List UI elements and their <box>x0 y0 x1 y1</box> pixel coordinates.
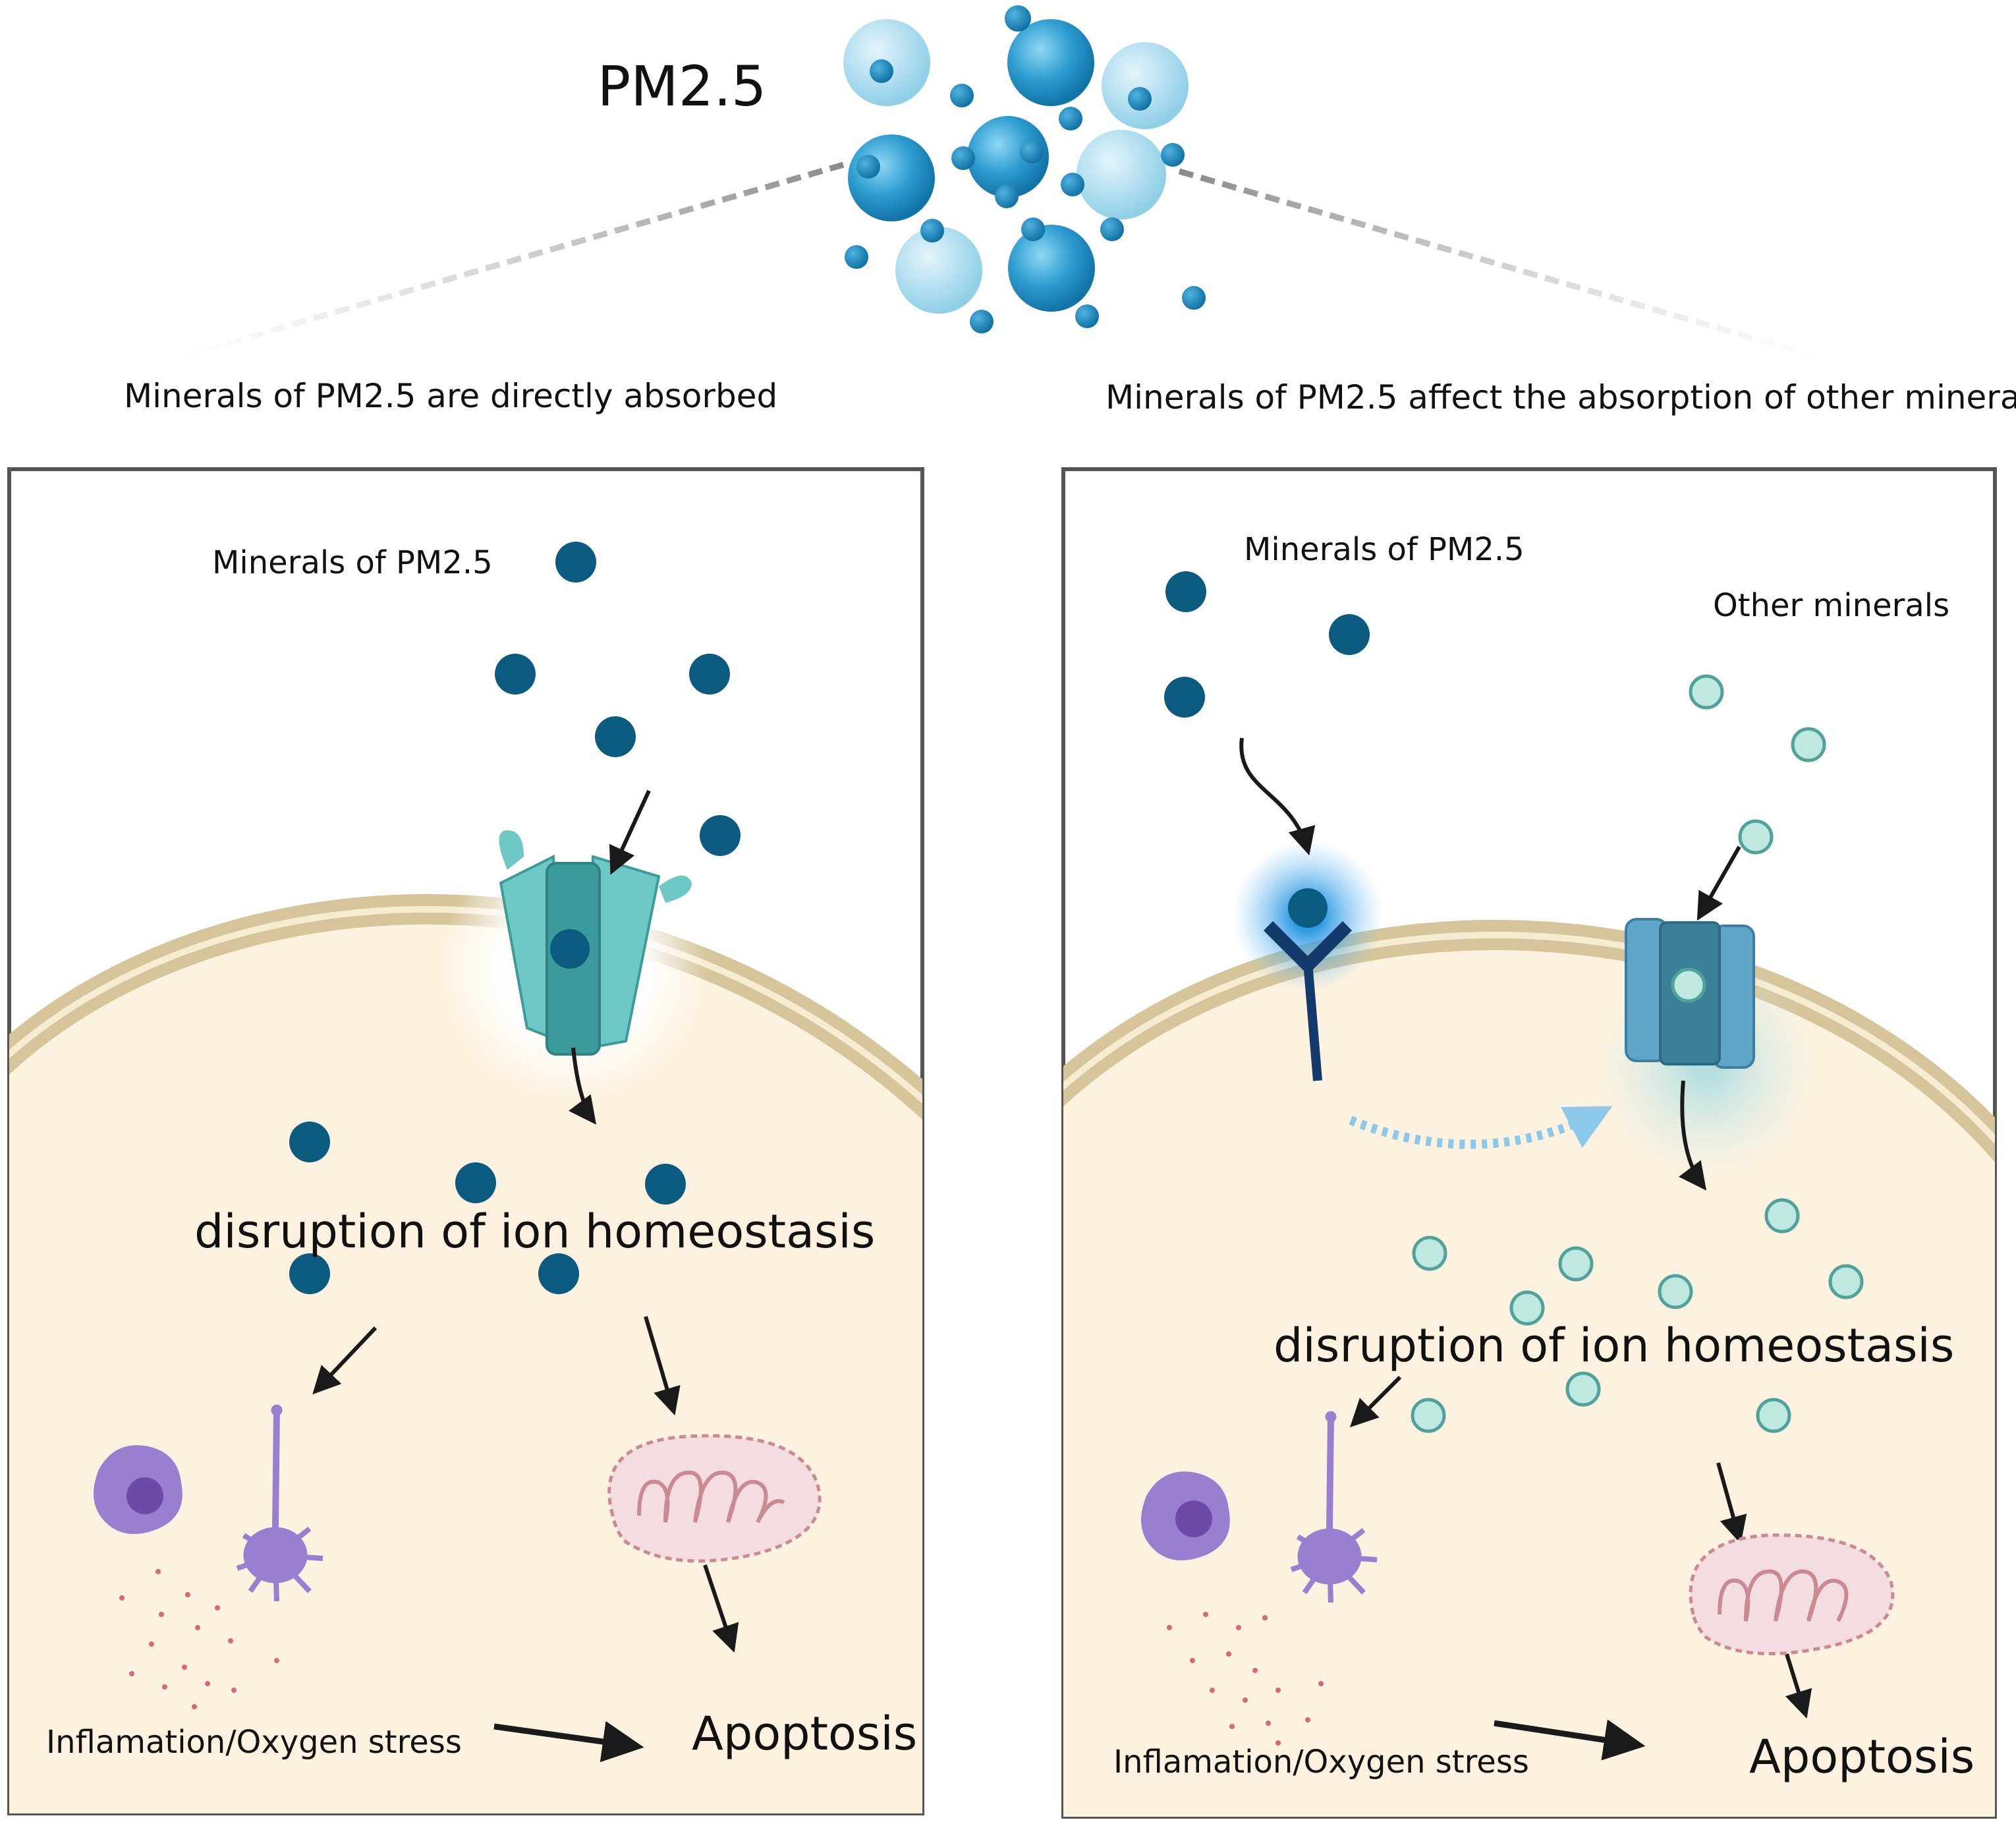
left-outcome-label: Apoptosis <box>692 1707 917 1761</box>
right-inflammation-label: Inflamation/Oxygen stress <box>1113 1744 1529 1780</box>
microglia-icon <box>1290 1411 1378 1603</box>
cytokine-dots <box>1167 1612 1324 1746</box>
right-pm-particles <box>1164 571 1370 718</box>
right-process-label: disruption of ion homeostasis <box>1274 1319 1954 1373</box>
right-other-minerals <box>1689 674 1826 855</box>
cytokine-dots <box>119 1569 279 1709</box>
ion-channel-icon <box>499 830 692 1056</box>
left-pm-particles <box>495 542 741 856</box>
left-internal-particles <box>289 1122 686 1294</box>
right-dashed-connector <box>1178 168 1826 362</box>
right-heading: Minerals of PM2.5 affect the absorption … <box>1106 378 2016 416</box>
receptor-icon <box>1263 888 1353 1081</box>
mitochondrion-icon <box>607 1434 822 1563</box>
macrophage-icon <box>1141 1471 1230 1560</box>
mitochondrion-icon <box>1689 1533 1895 1656</box>
right-other-minerals-label: Other minerals <box>1713 587 1949 624</box>
macrophage-icon <box>94 1445 182 1534</box>
left-minerals-label: Minerals of PM2.5 <box>212 544 493 581</box>
right-cell-membrane <box>1063 934 1995 1817</box>
left-heading: Minerals of PM2.5 are directly absorbed <box>124 377 777 415</box>
pm25-particle-cluster-icon <box>843 5 1206 333</box>
left-cell-membrane <box>9 909 922 1813</box>
left-inflammation-label: Inflamation/Oxygen stress <box>46 1724 462 1761</box>
ion-channel-icon <box>1625 918 1755 1069</box>
pm25-title: PM2.5 <box>598 54 767 119</box>
right-minerals-label: Minerals of PM2.5 <box>1244 531 1525 568</box>
right-internal-minerals <box>1411 1198 1864 1433</box>
left-dashed-connector <box>183 161 845 359</box>
microglia-icon <box>236 1404 323 1602</box>
left-panel: Minerals of PM2.5 <box>7 467 924 1815</box>
left-process-label: disruption of ion homeostasis <box>194 1205 875 1259</box>
right-outcome-label: Apoptosis <box>1749 1730 1974 1784</box>
right-panel: Minerals of PM2.5 Other minerals <box>1061 467 1997 1819</box>
